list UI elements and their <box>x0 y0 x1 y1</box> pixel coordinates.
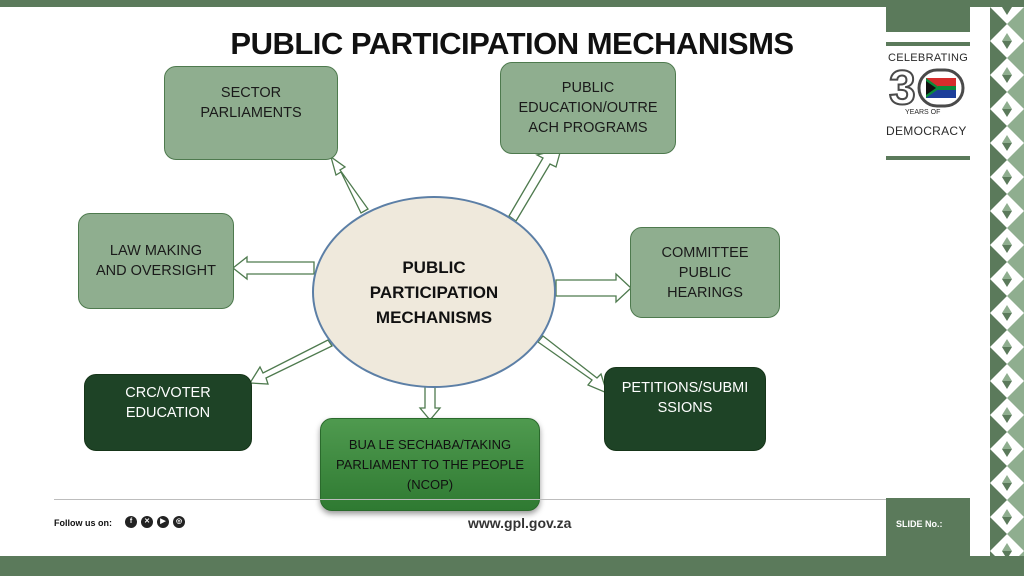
youtube-icon[interactable]: ▶ <box>157 516 169 528</box>
logo-years-of: YEARS OF <box>905 109 941 116</box>
arrow-committee-hearings <box>555 272 632 304</box>
bottom-bar <box>0 556 1024 576</box>
node-text: PARLIAMENT TO THE PEOPLE <box>335 457 525 472</box>
arrow-bua-le-sechaba <box>418 385 442 422</box>
node-law-making: LAW MAKING AND OVERSIGHT <box>78 213 234 309</box>
center-text-line: PUBLIC <box>402 257 466 277</box>
logo-bottom-line <box>886 156 970 160</box>
x-icon[interactable]: ✕ <box>141 516 153 528</box>
node-text: SECTOR <box>220 85 282 101</box>
facebook-icon[interactable]: f <box>125 516 137 528</box>
node-crc-voter: CRC/VOTER EDUCATION <box>84 374 252 451</box>
logo-top-line <box>886 42 970 46</box>
node-text: PETITIONS/SUBMI <box>621 380 749 396</box>
node-text: EDUCATION/OUTRE <box>518 100 658 116</box>
node-text: CRC/VOTER <box>125 385 211 401</box>
arrow-law-making <box>231 255 315 281</box>
center-text-line: PARTICIPATION <box>369 282 499 302</box>
node-text: EDUCATION <box>125 405 211 421</box>
node-public-education: PUBLIC EDUCATION/OUTRE ACH PROGRAMS <box>500 62 676 154</box>
arrow-petitions <box>537 335 609 395</box>
arrow-crc-voter <box>248 339 333 385</box>
logo-democracy: DEMOCRACY <box>886 124 967 138</box>
node-text: PUBLIC <box>561 80 615 96</box>
arrow-public-education <box>508 148 562 222</box>
slide-number-label: SLIDE No.: <box>896 519 943 529</box>
slide-number-box <box>886 498 970 556</box>
slide-title: PUBLIC PARTICIPATION MECHANISMS <box>230 26 794 61</box>
node-sector-parliaments: SECTOR PARLIAMENTS <box>164 66 338 160</box>
node-committee-hearings: COMMITTEE PUBLIC HEARINGS <box>630 227 780 318</box>
header-accent <box>886 7 970 32</box>
node-text: ACH PROGRAMS <box>528 120 648 136</box>
node-text: LAW MAKING <box>109 243 203 259</box>
logo-celebrating: CELEBRATING <box>888 52 969 64</box>
node-text: BUA LE SECHABA/TAKING <box>348 437 512 452</box>
svg-text:3: 3 <box>889 64 916 110</box>
node-text: (NCOP) <box>406 477 454 492</box>
node-petitions: PETITIONS/SUBMI SSIONS <box>604 367 766 451</box>
arrow-sector-parliaments <box>329 155 369 214</box>
center-text-line: MECHANISMS <box>375 307 493 327</box>
top-bar <box>0 0 1024 7</box>
website-link[interactable]: www.gpl.gov.za <box>468 515 572 531</box>
node-text: PARLIAMENTS <box>200 105 302 121</box>
node-text: AND OVERSIGHT <box>95 263 217 279</box>
decorative-pattern <box>990 7 1024 556</box>
follow-us-label: Follow us on: <box>54 518 112 528</box>
thirty-years-logo: 3 <box>888 64 965 110</box>
node-text: COMMITTEE <box>661 244 749 261</box>
node-text: HEARINGS <box>667 284 743 301</box>
instagram-icon[interactable]: ◎ <box>173 516 185 528</box>
node-text: SSIONS <box>657 400 713 416</box>
node-text: PUBLIC <box>678 264 732 281</box>
center-node: PUBLIC PARTICIPATION MECHANISMS <box>312 196 556 388</box>
node-bua-le-sechaba: BUA LE SECHABA/TAKING PARLIAMENT TO THE P… <box>320 418 540 511</box>
footer-divider <box>54 499 886 500</box>
